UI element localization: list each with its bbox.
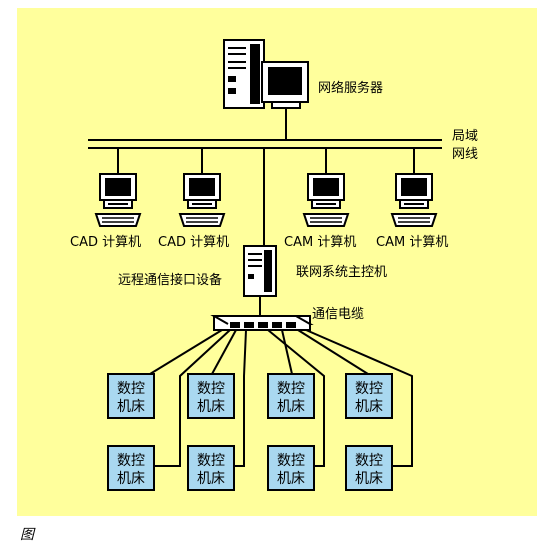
cnc-label-line2: 机床 bbox=[277, 399, 305, 415]
cnc-label-line2: 机床 bbox=[277, 471, 305, 487]
server-icon bbox=[223, 39, 309, 109]
server-label: 网络服务器 bbox=[318, 80, 383, 96]
cnc-label-line1: 数控 bbox=[117, 453, 145, 469]
lan-label-line1: 局域 bbox=[452, 129, 478, 144]
cnc-label-line2: 机床 bbox=[355, 471, 383, 487]
workstation-icon-4 bbox=[390, 173, 438, 227]
cnc-label-line2: 机床 bbox=[197, 399, 225, 415]
cnc-label-line2: 机床 bbox=[197, 471, 225, 487]
cnc-label-line1: 数控 bbox=[277, 453, 305, 469]
cnc-label-line2: 机床 bbox=[355, 399, 383, 415]
cnc-label-line1: 数控 bbox=[117, 381, 145, 397]
cable-label: 通信电缆 bbox=[312, 306, 364, 322]
workstation-icon-1 bbox=[94, 173, 142, 227]
cnc-label-line1: 数控 bbox=[355, 381, 383, 397]
host-label: 联网系统主控机 bbox=[296, 265, 387, 280]
host-computer-icon bbox=[243, 245, 277, 297]
workstation-icon-3 bbox=[302, 173, 350, 227]
interface-label: 远程通信接口设备 bbox=[118, 272, 222, 288]
workstation-icon-2 bbox=[178, 173, 226, 227]
cnc-label-line1: 数控 bbox=[277, 381, 305, 397]
workstation-label-4: CAM 计算机 bbox=[376, 235, 448, 250]
figure-caption: 图 bbox=[20, 527, 34, 543]
cnc-label-line2: 机床 bbox=[117, 471, 145, 487]
cnc-label-line1: 数控 bbox=[355, 453, 383, 469]
workstation-label-3: CAM 计算机 bbox=[284, 235, 356, 250]
hub-icon bbox=[210, 315, 314, 331]
cnc-cables bbox=[149, 329, 413, 467]
cnc-label-line1: 数控 bbox=[197, 453, 225, 469]
workstation-links bbox=[117, 148, 415, 174]
cnc-label-line2: 机床 bbox=[117, 399, 145, 415]
workstation-label-1: CAD 计算机 bbox=[70, 235, 141, 250]
lan-label-line2: 网线 bbox=[452, 147, 478, 162]
cnc-label-line1: 数控 bbox=[197, 381, 225, 397]
workstation-label-2: CAD 计算机 bbox=[158, 235, 229, 250]
